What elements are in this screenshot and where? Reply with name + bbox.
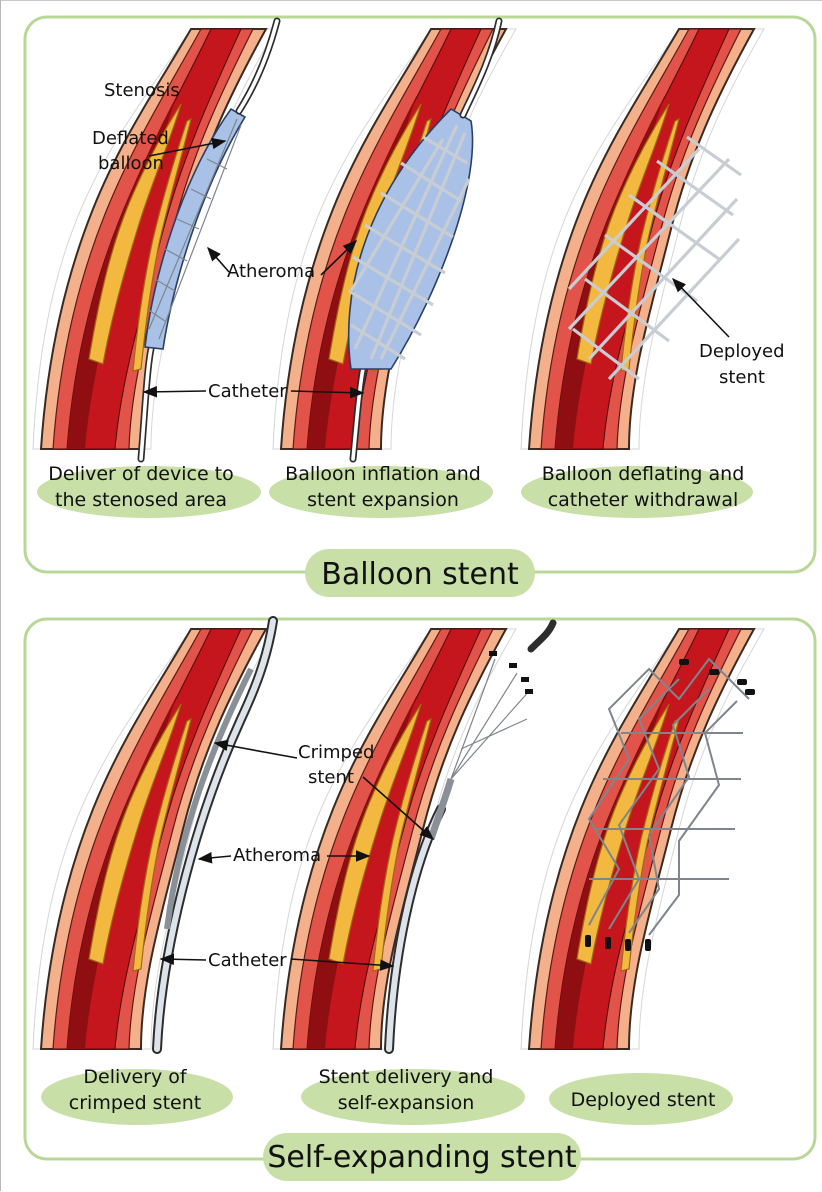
svg-text:Balloon inflation and: Balloon inflation and bbox=[285, 463, 481, 485]
svg-text:Balloon stent: Balloon stent bbox=[321, 557, 519, 592]
balloon-caption-2: Balloon inflation and stent expansion bbox=[269, 463, 493, 518]
balloon-panel-2-vessel bbox=[273, 21, 516, 459]
label-atheroma-bottom: Atheroma bbox=[233, 845, 321, 866]
arrow-deployed-stent bbox=[673, 279, 729, 337]
svg-text:Delivery of: Delivery of bbox=[83, 1066, 188, 1088]
svg-text:stent expansion: stent expansion bbox=[307, 489, 459, 511]
svg-text:self-expansion: self-expansion bbox=[338, 1092, 475, 1114]
arrow-atheroma-bottom-left bbox=[199, 856, 231, 859]
svg-text:Balloon deflating and: Balloon deflating and bbox=[542, 463, 745, 485]
self-caption-2: Stent delivery and self-expansion bbox=[301, 1066, 525, 1125]
svg-text:Self-expanding stent: Self-expanding stent bbox=[267, 1140, 577, 1175]
arrow-catheter-bottom-left bbox=[161, 959, 206, 960]
arrow-atheroma-left bbox=[208, 248, 229, 272]
label-catheter-top: Catheter bbox=[208, 381, 287, 402]
svg-text:Stent delivery and: Stent delivery and bbox=[319, 1066, 494, 1088]
label-crimped-stent-line2: stent bbox=[308, 767, 354, 788]
svg-text:crimped stent: crimped stent bbox=[69, 1092, 201, 1114]
arrow-catheter-left bbox=[144, 391, 206, 392]
label-deflated-balloon-line2: balloon bbox=[98, 153, 164, 174]
self-expanding-section-title: Self-expanding stent bbox=[263, 1133, 581, 1181]
self-caption-3: Deployed stent bbox=[549, 1073, 733, 1125]
self-panel-3-vessel bbox=[521, 629, 764, 1049]
self-caption-1: Delivery of crimped stent bbox=[41, 1066, 233, 1125]
svg-text:the stenosed area: the stenosed area bbox=[55, 489, 227, 511]
balloon-caption-3: Balloon deflating and catheter withdrawa… bbox=[521, 463, 753, 518]
self-panel-2-vessel bbox=[273, 623, 553, 1049]
stent-markers-2 bbox=[489, 651, 533, 694]
label-stenosis: Stenosis bbox=[104, 80, 180, 101]
svg-text:Deployed stent: Deployed stent bbox=[571, 1089, 716, 1111]
self-panel-1-vessel bbox=[33, 621, 276, 1049]
label-atheroma-top: Atheroma bbox=[227, 261, 315, 282]
svg-text:catheter withdrawal: catheter withdrawal bbox=[548, 489, 739, 511]
label-deployed-stent-line1: Deployed bbox=[699, 341, 785, 362]
balloon-caption-1: Deliver of device to the stenosed area bbox=[37, 463, 261, 518]
label-catheter-bottom: Catheter bbox=[208, 950, 287, 971]
label-deflated-balloon-line1: Deflated bbox=[92, 128, 169, 149]
svg-text:Deliver of device to: Deliver of device to bbox=[48, 463, 234, 485]
label-deployed-stent-line2: stent bbox=[719, 367, 765, 388]
label-crimped-stent-line1: Crimped bbox=[298, 742, 374, 763]
balloon-section-title: Balloon stent bbox=[305, 549, 535, 597]
